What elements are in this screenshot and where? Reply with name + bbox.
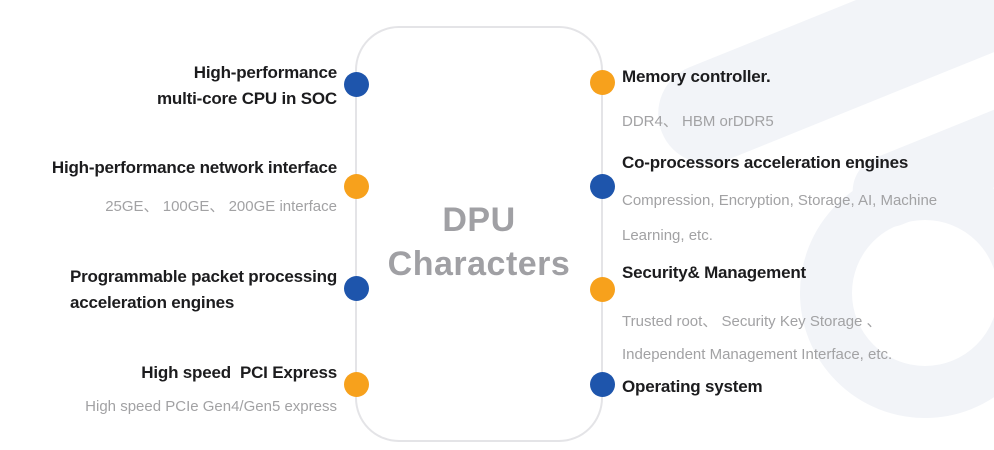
feature-title: Memory controller. [622, 67, 771, 86]
feature-title: High-performance network interface [51, 158, 337, 177]
feature-item-security-management: Security& Management Trusted root、 Secur… [622, 260, 892, 371]
feature-item-cpu: High-performance multi-core CPU in SOC [157, 60, 337, 112]
feature-title: High-performance multi-core CPU in SOC [157, 63, 337, 108]
feature-item-operating-system: Operating system [622, 374, 763, 400]
feature-subtitle: DDR4、 HBM orDDR5 [622, 113, 774, 130]
center-box: DPU Characters [355, 26, 603, 442]
bullet-dot-blue [344, 72, 369, 97]
bullet-dot-orange [344, 174, 369, 199]
feature-subtitle: High speed PCIe Gen4/Gen5 express [85, 398, 337, 415]
feature-subtitle: Compression, Encryption, Storage, AI, Ma… [622, 192, 938, 244]
diagram-title: DPU Characters [387, 201, 571, 283]
bullet-dot-orange [590, 70, 615, 95]
feature-subtitle: Trusted root、 Security Key Storage 、 Ind… [622, 313, 893, 363]
feature-title: High speed PCI Express [141, 363, 337, 382]
feature-subtitle: 25GE、 100GE、 200GE interface [105, 198, 337, 215]
feature-title: Operating system [622, 377, 763, 396]
feature-title: Programmable packet processing accelerat… [69, 267, 337, 312]
feature-title: Co-processors acceleration engines [622, 153, 909, 172]
feature-item-coprocessors: Co-processors acceleration engines Compr… [622, 150, 937, 253]
feature-title: Security& Management [622, 263, 806, 282]
bullet-dot-blue [344, 276, 369, 301]
bullet-dot-blue [590, 174, 615, 199]
bullet-dot-orange [344, 372, 369, 397]
feature-item-pci-express: High speed PCI Express High speed PCIe G… [85, 360, 337, 417]
feature-item-network-interface: High-performance network interface 25GE、… [52, 155, 337, 217]
bullet-dot-blue [590, 372, 615, 397]
feature-item-packet-processing: Programmable packet processing accelerat… [70, 264, 337, 316]
feature-item-memory-controller: Memory controller. DDR4、 HBM orDDR5 [622, 64, 774, 132]
bullet-dot-orange [590, 277, 615, 302]
